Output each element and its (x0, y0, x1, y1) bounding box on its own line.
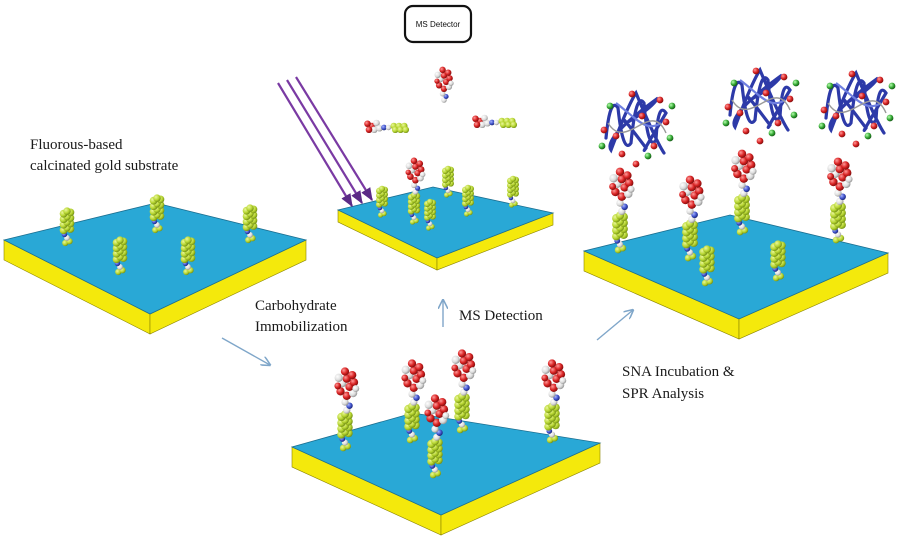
fluorous-tag-4 (112, 236, 128, 276)
immobilization-label-line2: Immobilization (255, 319, 348, 335)
fluorous-tag-8 (461, 184, 475, 217)
arrow-to-immobilization (221, 337, 270, 365)
immobilization-label-line1: Carbohydrate (255, 298, 337, 314)
desorbed-glycan-2 (472, 114, 518, 129)
immobilized-glycan-3 (451, 349, 477, 434)
bound-glycan-3 (731, 149, 757, 236)
sna-protein-1 (598, 89, 676, 168)
laser-beam (277, 76, 373, 208)
sna-label-line2: SPR Analysis (622, 386, 704, 402)
fluorous-tag-10 (441, 165, 455, 198)
bound-glycan-2 (679, 175, 705, 262)
fluorous-tag-9 (506, 175, 520, 208)
sna-label-line1: SNA Incubation & (622, 364, 735, 380)
fluorous-tag-2 (149, 194, 165, 234)
immobilization-label: Carbohydrate Immobilization (255, 298, 348, 335)
fluorous-tag-6 (375, 185, 389, 218)
ms-detection-label: MS Detection (459, 308, 543, 324)
arrow-to-sna-incubation (596, 310, 633, 341)
immobilized-glycan-1 (334, 367, 360, 452)
sna-protein-3 (818, 69, 896, 148)
fluorous-tag-12 (770, 240, 786, 282)
sna-protein-2 (722, 66, 800, 145)
fluorous-tag-11 (699, 245, 715, 287)
ms-detector-label: MS Detector (416, 20, 461, 29)
substrate-label: Fluorous-based calcinated gold substrate (30, 137, 179, 174)
immobilized-glycan-5 (424, 394, 450, 479)
ms-detector: MS Detector (403, 4, 473, 44)
sna-label: SNA Incubation & SPR Analysis (622, 364, 738, 402)
substrate-label-line2: calcinated gold substrate (30, 158, 179, 174)
fluorous-tag-7 (423, 198, 437, 231)
desorbed-glycan-1 (364, 119, 410, 134)
fluorous-tag-5 (180, 236, 196, 276)
substrate-plate-4 (582, 214, 890, 340)
substrate-plate-2 (336, 186, 555, 271)
immobilized-glycan-2 (401, 359, 427, 444)
immobilized-glycan-4 (541, 359, 567, 444)
desorbed-glycan-3 (434, 66, 454, 103)
fluorous-tag-3 (242, 204, 258, 244)
bound-glycan-4 (827, 157, 853, 244)
bound-glycan-1 (609, 167, 635, 254)
substrate-label-line1: Fluorous-based (30, 137, 123, 153)
fluorous-tag-1 (59, 207, 75, 247)
immobilized-glycan-6 (405, 157, 426, 225)
substrate-plate-3 (290, 412, 602, 536)
